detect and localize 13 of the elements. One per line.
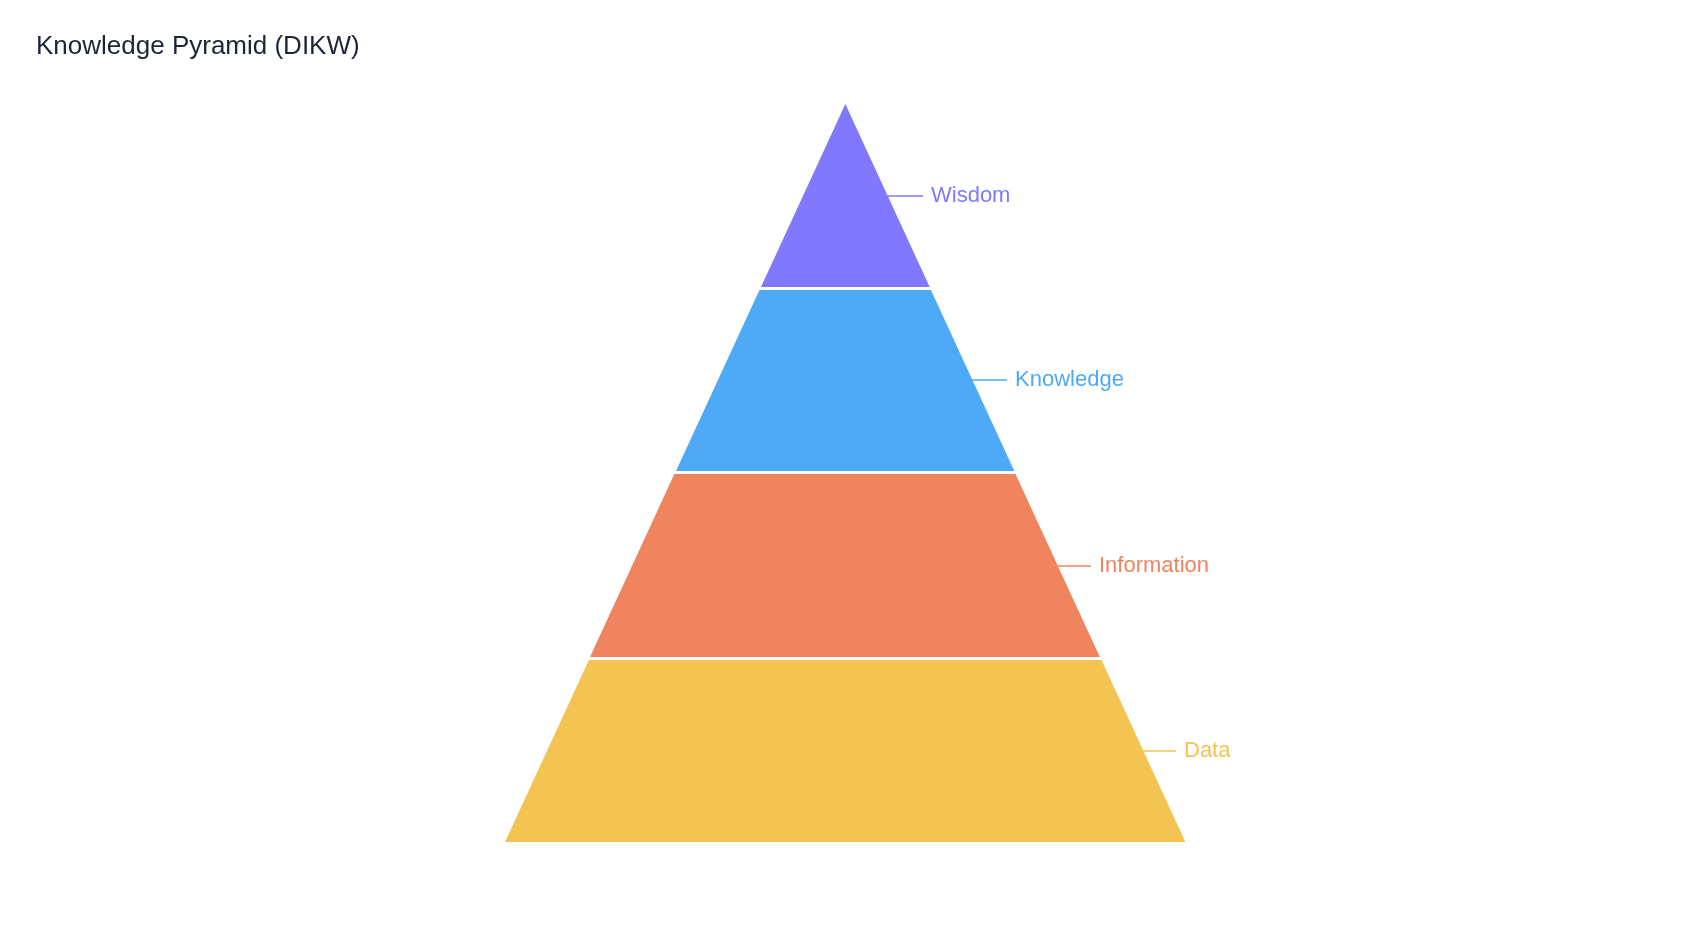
pyramid-tier [590,474,1100,657]
tier-label: Information [1099,552,1210,578]
tier-label: Knowledge [1015,366,1124,392]
leader-line [1142,750,1177,752]
pyramid-tier [760,104,930,287]
tier-label: Wisdom [931,182,1011,208]
diagram-title: Knowledge Pyramid (DIKW) [36,29,360,61]
pyramid-tier [675,290,1015,471]
pyramid-tier [504,660,1186,842]
tier-label: Data [1184,737,1231,763]
leader-line [1057,565,1092,567]
leader-line [971,379,1008,381]
leader-line [886,195,924,197]
